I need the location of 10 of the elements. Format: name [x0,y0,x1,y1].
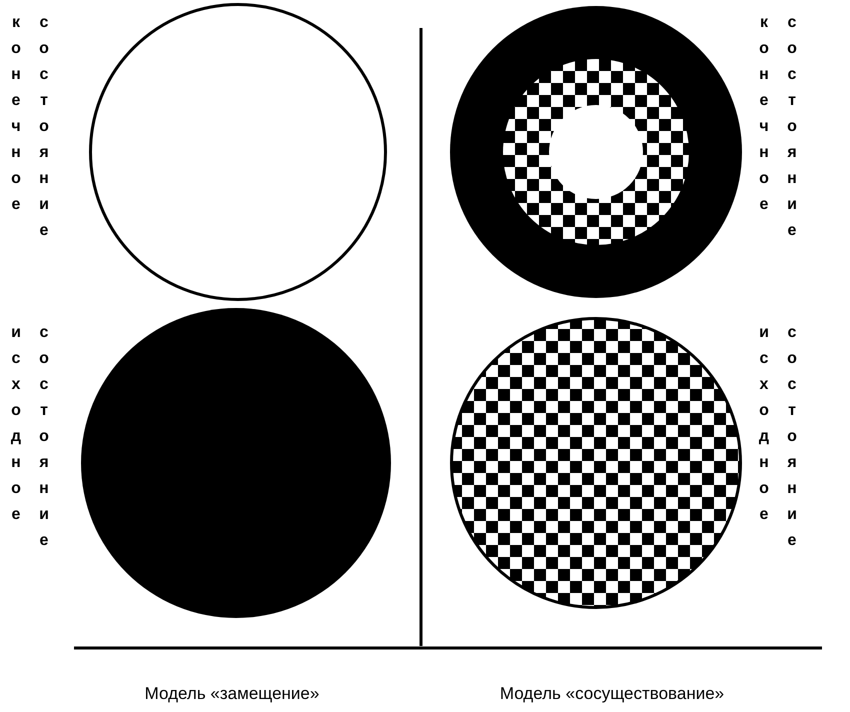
vertical-label: исходное [758,323,770,525]
vertical-label: конечное [10,13,22,215]
caption: Модель «сосуществование» [500,684,724,704]
vertical-label: исходное [10,323,22,525]
vertical-label: состояние [786,13,798,241]
vertical-label: конечное [758,13,770,215]
vertical-label: состояние [38,323,50,551]
vertical-label: состояние [38,13,50,241]
caption: Модель «замещение» [144,684,320,704]
vertical-label: состояние [786,323,798,551]
